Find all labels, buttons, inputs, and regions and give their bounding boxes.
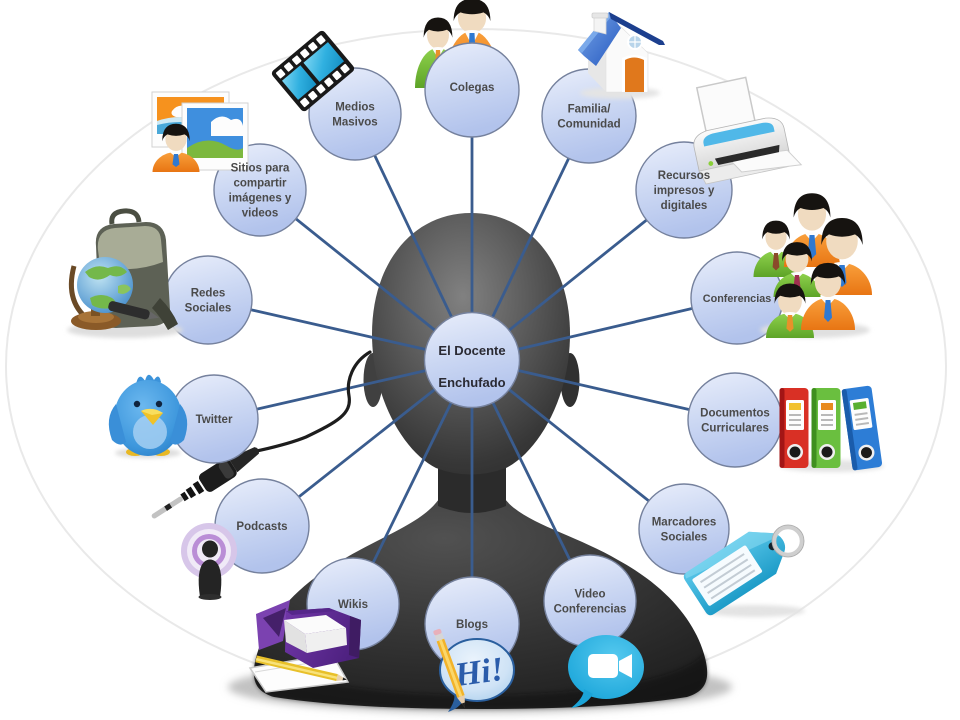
svg-text:Enchufado: Enchufado: [438, 375, 505, 390]
svg-text:Blogs: Blogs: [456, 619, 488, 631]
svg-text:Twitter: Twitter: [196, 414, 233, 426]
svg-text:Conferencias: Conferencias: [703, 293, 771, 305]
svg-text:Familia/Comunidad: Familia/Comunidad: [557, 104, 620, 131]
svg-text:El Docente: El Docente: [438, 343, 505, 358]
svg-text:Podcasts: Podcasts: [236, 521, 287, 533]
svg-text:Wikis: Wikis: [338, 599, 368, 611]
svg-text:Colegas: Colegas: [450, 82, 495, 94]
